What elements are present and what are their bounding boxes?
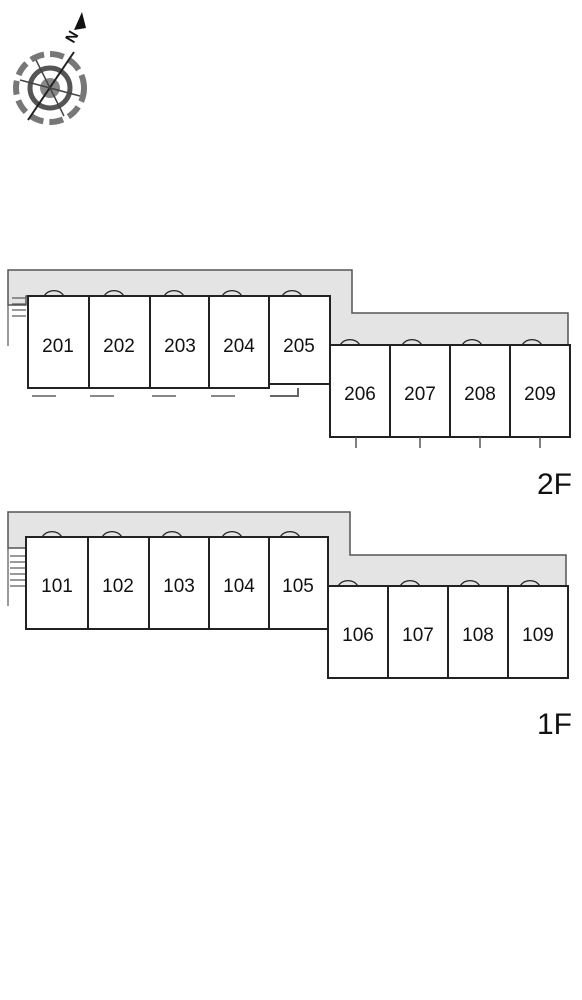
unit-number: 201 (42, 336, 74, 357)
unit-206: 206 (329, 339, 391, 448)
unit-number: 105 (282, 576, 314, 597)
unit-205: 205 (268, 290, 331, 397)
unit-104: 104 (208, 531, 270, 630)
unit-102: 102 (87, 531, 150, 630)
unit-106: 106 (327, 580, 389, 679)
unit-209: 209 (509, 339, 571, 448)
unit-103: 103 (148, 531, 210, 630)
floor-label-1f: 1F (537, 708, 572, 741)
unit-number: 102 (102, 576, 134, 597)
unit-number: 204 (223, 336, 255, 357)
unit-number: 205 (283, 336, 315, 357)
unit-number: 108 (462, 625, 494, 646)
unit-number: 207 (404, 384, 436, 405)
compass-rose-icon: N (13, 12, 87, 125)
stairs-1f (7, 548, 26, 606)
unit-203: 203 (149, 290, 210, 397)
unit-207: 207 (389, 339, 451, 448)
unit-number: 106 (342, 625, 374, 646)
unit-105: 105 (268, 531, 329, 630)
unit-number: 109 (522, 625, 554, 646)
compass-north-letter: N (62, 28, 82, 46)
unit-number: 101 (41, 576, 73, 597)
unit-202: 202 (88, 290, 151, 397)
unit-number: 203 (164, 336, 196, 357)
unit-108: 108 (447, 580, 509, 679)
unit-208: 208 (449, 339, 511, 448)
floor-label-2f: 2F (537, 468, 572, 501)
unit-number: 107 (402, 625, 434, 646)
stairs-2f (7, 297, 26, 346)
unit-107: 107 (387, 580, 449, 679)
unit-number: 208 (464, 384, 496, 405)
unit-number: 209 (524, 384, 556, 405)
floor-2f: 201 202 203 204 205 (7, 269, 572, 501)
unit-109: 109 (507, 580, 569, 679)
unit-201: 201 (27, 290, 90, 397)
unit-number: 202 (103, 336, 135, 357)
unit-204: 204 (208, 290, 270, 397)
unit-number: 206 (344, 384, 376, 405)
unit-number: 104 (223, 576, 255, 597)
unit-number: 103 (163, 576, 195, 597)
unit-101: 101 (25, 531, 89, 630)
floor-1f: 101 102 103 104 105 106 (7, 511, 572, 741)
